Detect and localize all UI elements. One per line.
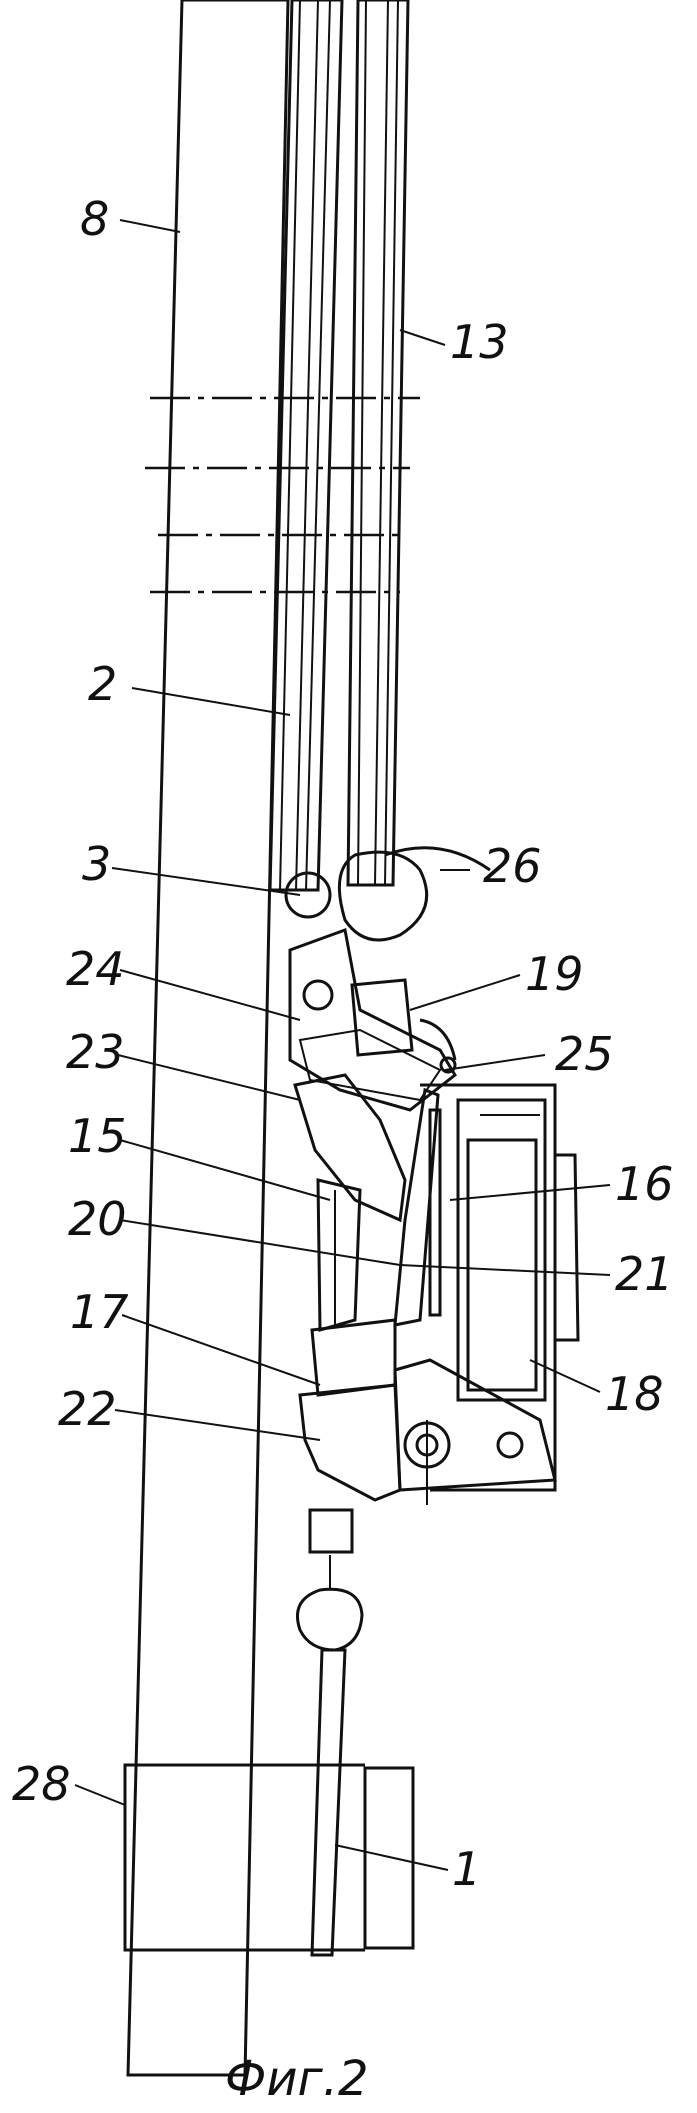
label-2: 2 xyxy=(88,657,117,711)
wedge-23 xyxy=(295,1075,405,1220)
label-21: 21 xyxy=(615,1247,674,1301)
label-19: 19 xyxy=(525,947,584,1001)
label-8: 8 xyxy=(80,192,109,246)
sheet-13 xyxy=(348,0,408,885)
label-13: 13 xyxy=(450,315,509,369)
label-1: 1 xyxy=(452,1842,481,1896)
label-25: 25 xyxy=(555,1027,614,1081)
pivot-arm xyxy=(395,1360,555,1505)
carrier-24 xyxy=(290,930,455,1110)
spacer-block xyxy=(310,1510,352,1552)
label-17: 17 xyxy=(70,1285,129,1339)
jaw-22 xyxy=(300,1385,400,1500)
label-26: 26 xyxy=(483,839,542,893)
label-28: 28 xyxy=(12,1757,71,1811)
sheet-1 xyxy=(298,1555,363,1955)
block-17 xyxy=(312,1320,395,1395)
label-15: 15 xyxy=(68,1109,127,1163)
label-3: 3 xyxy=(82,837,111,891)
block-19 xyxy=(352,980,455,1072)
label-23: 23 xyxy=(66,1025,125,1079)
label-22: 22 xyxy=(58,1382,117,1436)
label-18: 18 xyxy=(605,1367,664,1421)
bead-3 xyxy=(286,873,330,917)
label-16: 16 xyxy=(615,1157,674,1211)
figure-caption: Фиг.2 xyxy=(225,2051,369,2107)
clamp-28 xyxy=(125,1765,413,1950)
label-24: 24 xyxy=(66,942,125,996)
part-labels: 8 13 2 3 26 24 19 23 25 15 16 20 21 17 1… xyxy=(12,192,674,1896)
bead-26 xyxy=(339,848,490,940)
sheet-2 xyxy=(270,0,342,890)
label-20: 20 xyxy=(68,1192,127,1246)
